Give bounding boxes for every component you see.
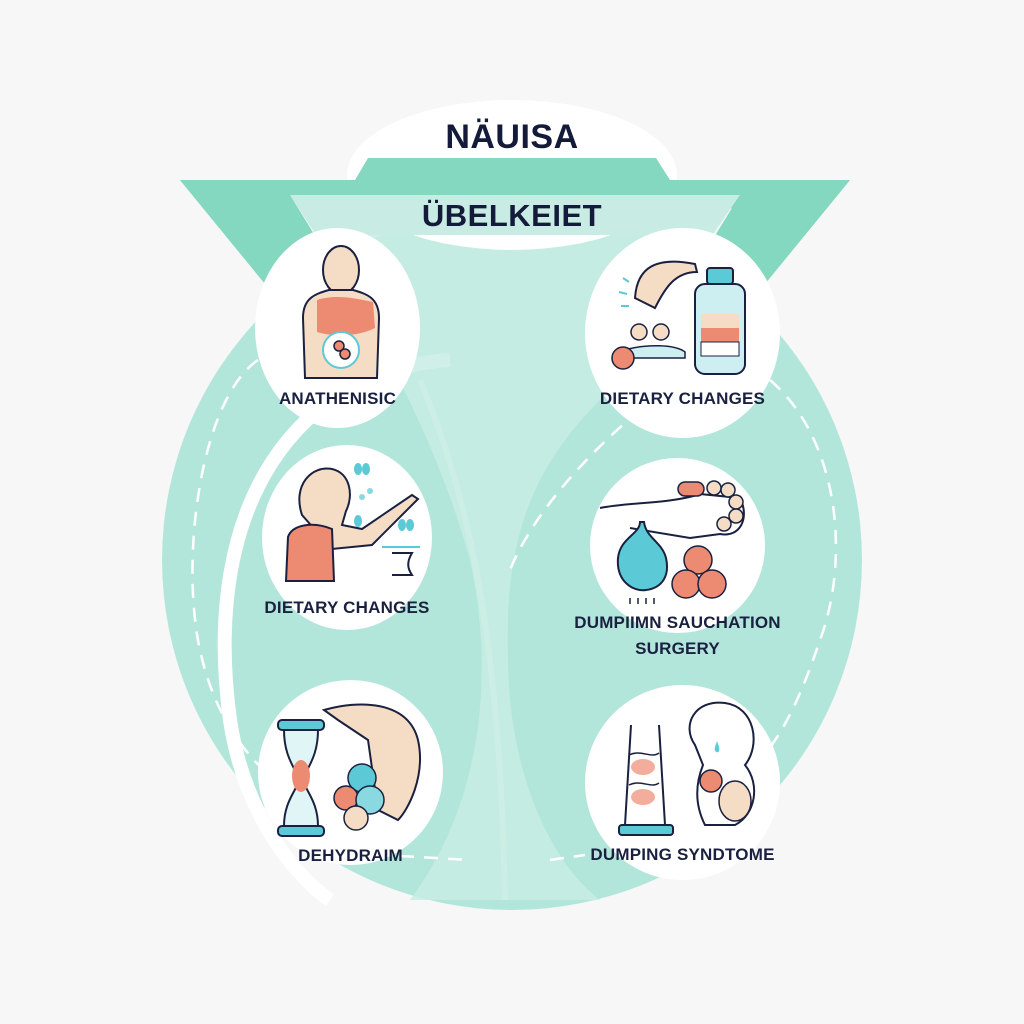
dashed-arc-left [191, 358, 276, 781]
sub-title: ÜBELKEIET [421, 198, 603, 233]
hand-stomach-spheres-icon [599, 480, 745, 604]
hourglass-hand-icon [277, 703, 421, 837]
banner-inner [290, 195, 740, 235]
main-title: NÄUISA [445, 118, 579, 156]
node-label: DIETARY CHANGES [599, 389, 766, 408]
node-label-line1: DUMPIIMN SAUCHATION [574, 613, 781, 632]
node-label-line2: SURGERY [635, 639, 720, 658]
node-label: DUMPING SYNDTOME [590, 845, 775, 864]
node-dehydraim[interactable]: DEHYDRAIM [258, 680, 443, 865]
dashed-arc-right [754, 379, 838, 766]
node-dumping-surgery[interactable]: DUMPIIMN SAUCHATION SURGERY [574, 458, 781, 658]
node-dietary-changes-top[interactable]: DIETARY CHANGES [585, 228, 780, 438]
torso-stomach-icon [301, 245, 381, 379]
intestine-person-icon [618, 701, 755, 836]
dashed-arc-bottom [399, 853, 586, 862]
banner-ribbon [180, 158, 850, 290]
hand-pills-bottle-icon [611, 260, 746, 375]
dashed-arc-center [508, 409, 641, 571]
node-label: ANATHENISIC [278, 389, 397, 408]
person-reaching-icon [284, 463, 420, 582]
node-label: DIETARY CHANGES [264, 598, 430, 617]
node-dumping-syndtome[interactable]: DUMPING SYNDTOME [585, 685, 780, 880]
node-dietary-changes-mid[interactable]: DIETARY CHANGES [262, 445, 432, 630]
node-label: DEHYDRAIM [298, 846, 403, 865]
node-anathenisic[interactable]: ANATHENISIC [255, 228, 420, 428]
